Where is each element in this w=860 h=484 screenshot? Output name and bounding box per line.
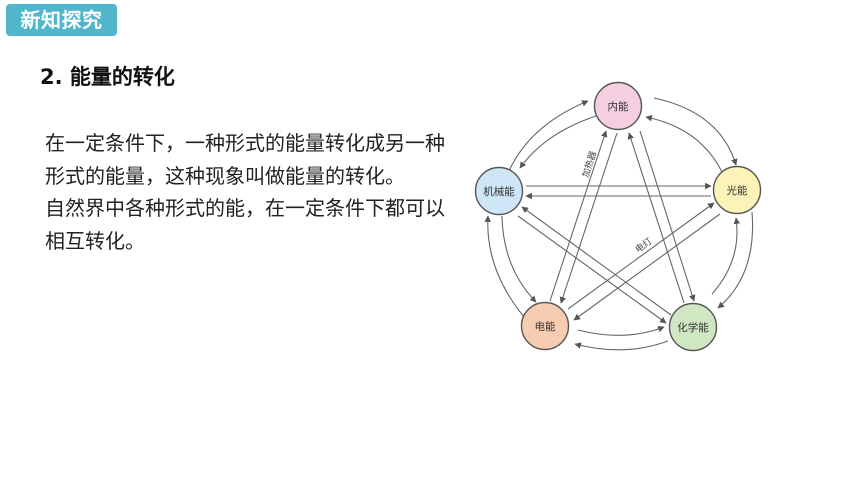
inner-arrows bbox=[517, 130, 721, 324]
node-electric-energy: 电能 bbox=[520, 301, 570, 351]
arrow-light-to-internal bbox=[645, 114, 723, 173]
arrow-electric-to-mechanical bbox=[484, 215, 526, 319]
node-mechanical-label: 机械能 bbox=[483, 185, 515, 198]
node-light-energy: 光能 bbox=[712, 165, 762, 215]
node-chemical-energy: 化学能 bbox=[668, 302, 718, 352]
node-internal-circle bbox=[593, 81, 643, 131]
arrow-light-to-electric bbox=[573, 213, 721, 321]
label-lamp: 电灯 bbox=[633, 235, 655, 255]
paragraph-definition: 在一定条件下，一种形式的能量转化成另一种形式的能量，这种现象叫做能量的转化。 bbox=[45, 131, 445, 188]
node-light-circle bbox=[712, 165, 762, 215]
arrow-electric-to-light bbox=[567, 202, 715, 310]
arrow-mechanical-to-electric bbox=[501, 215, 537, 303]
arrow-chemical-to-electric bbox=[574, 340, 669, 351]
node-chemical-label: 化学能 bbox=[677, 321, 709, 334]
node-mechanical-circle bbox=[474, 166, 524, 216]
arrow-internal-to-chemical bbox=[639, 130, 696, 302]
arrow-chemical-to-internal bbox=[627, 132, 685, 304]
section-badge: 新知探究 bbox=[6, 4, 117, 36]
paragraph-conversion: 自然界中各种形式的能，在一定条件下都可以相互转化。 bbox=[45, 196, 445, 253]
arrow-chemical-to-light bbox=[711, 217, 741, 295]
arrow-mechanical-to-chemical bbox=[517, 215, 667, 324]
node-light-label: 光能 bbox=[727, 184, 748, 197]
node-chemical-circle bbox=[668, 302, 718, 352]
body-text: 在一定条件下，一种形式的能量转化成另一种形式的能量，这种现象叫做能量的转化。 自… bbox=[45, 127, 450, 257]
arrow-mechanical-to-internal bbox=[508, 100, 589, 172]
node-electric-circle bbox=[520, 301, 570, 351]
arrow-internal-to-electric bbox=[559, 132, 618, 304]
outer-arrows bbox=[484, 97, 754, 351]
arrow-internal-to-light bbox=[653, 97, 738, 166]
arrow-internal-to-mechanical bbox=[519, 115, 597, 169]
label-heat-exchanger: 加热器 bbox=[579, 150, 599, 179]
arrow-electric-to-chemical bbox=[577, 326, 665, 336]
arrow-light-to-chemical bbox=[717, 211, 754, 309]
arrow-chemical-to-mechanical bbox=[521, 206, 672, 316]
page-title: 2. 能量的转化 bbox=[40, 65, 175, 89]
node-internal-label: 内能 bbox=[608, 100, 629, 113]
arrow-electric-to-internal bbox=[549, 130, 608, 302]
node-electric-label: 电能 bbox=[535, 320, 556, 333]
node-internal-energy: 内能 bbox=[593, 81, 643, 131]
node-mechanical-energy: 机械能 bbox=[474, 166, 524, 216]
energy-conversion-diagram: 加热器 电灯 内能 光能 化学能 电能 机械能 bbox=[474, 81, 762, 352]
